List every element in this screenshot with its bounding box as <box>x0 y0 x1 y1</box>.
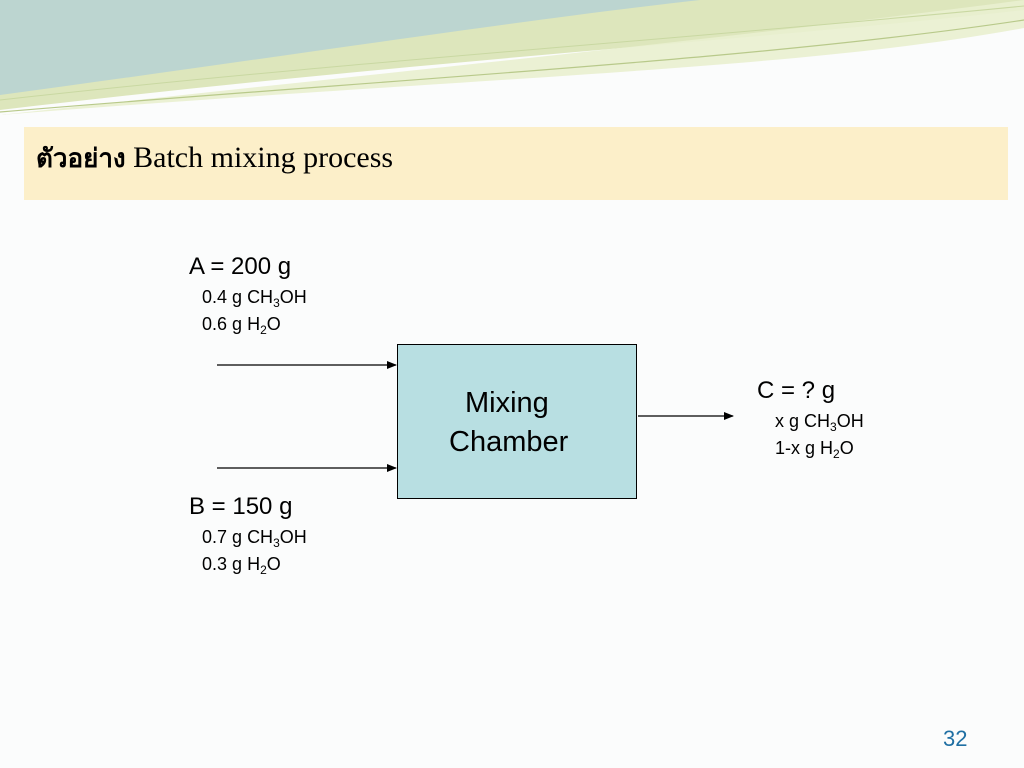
stream-a-water: 0.6 g H2O <box>202 314 281 337</box>
stream-c-label: C = ? g <box>757 377 836 404</box>
mixer-label-line1: Mixing <box>465 387 549 419</box>
stream-a-label: A = 200 g <box>189 253 292 280</box>
title-thai-word: ตัวอย่าง <box>36 144 126 174</box>
title-bar: ตัวอย่าง Batch mixing process <box>24 127 1008 200</box>
stream-b-label: B = 150 g <box>189 493 293 520</box>
slide-title: ตัวอย่าง Batch mixing process <box>36 138 393 179</box>
mixer-label-line2: Chamber <box>449 426 569 458</box>
title-english: Batch mixing process <box>133 141 394 174</box>
stream-b-methanol: 0.7 g CH3OH <box>202 527 307 550</box>
stream-c-methanol: x g CH3OH <box>775 411 864 434</box>
mixing-chamber <box>397 344 637 499</box>
page-number: 32 <box>943 726 968 751</box>
background-swoosh <box>0 0 1024 115</box>
stream-b-water: 0.3 g H2O <box>202 554 281 577</box>
stream-a-methanol: 0.4 g CH3OH <box>202 287 307 310</box>
stream-c-water: 1-x g H2O <box>775 438 854 461</box>
